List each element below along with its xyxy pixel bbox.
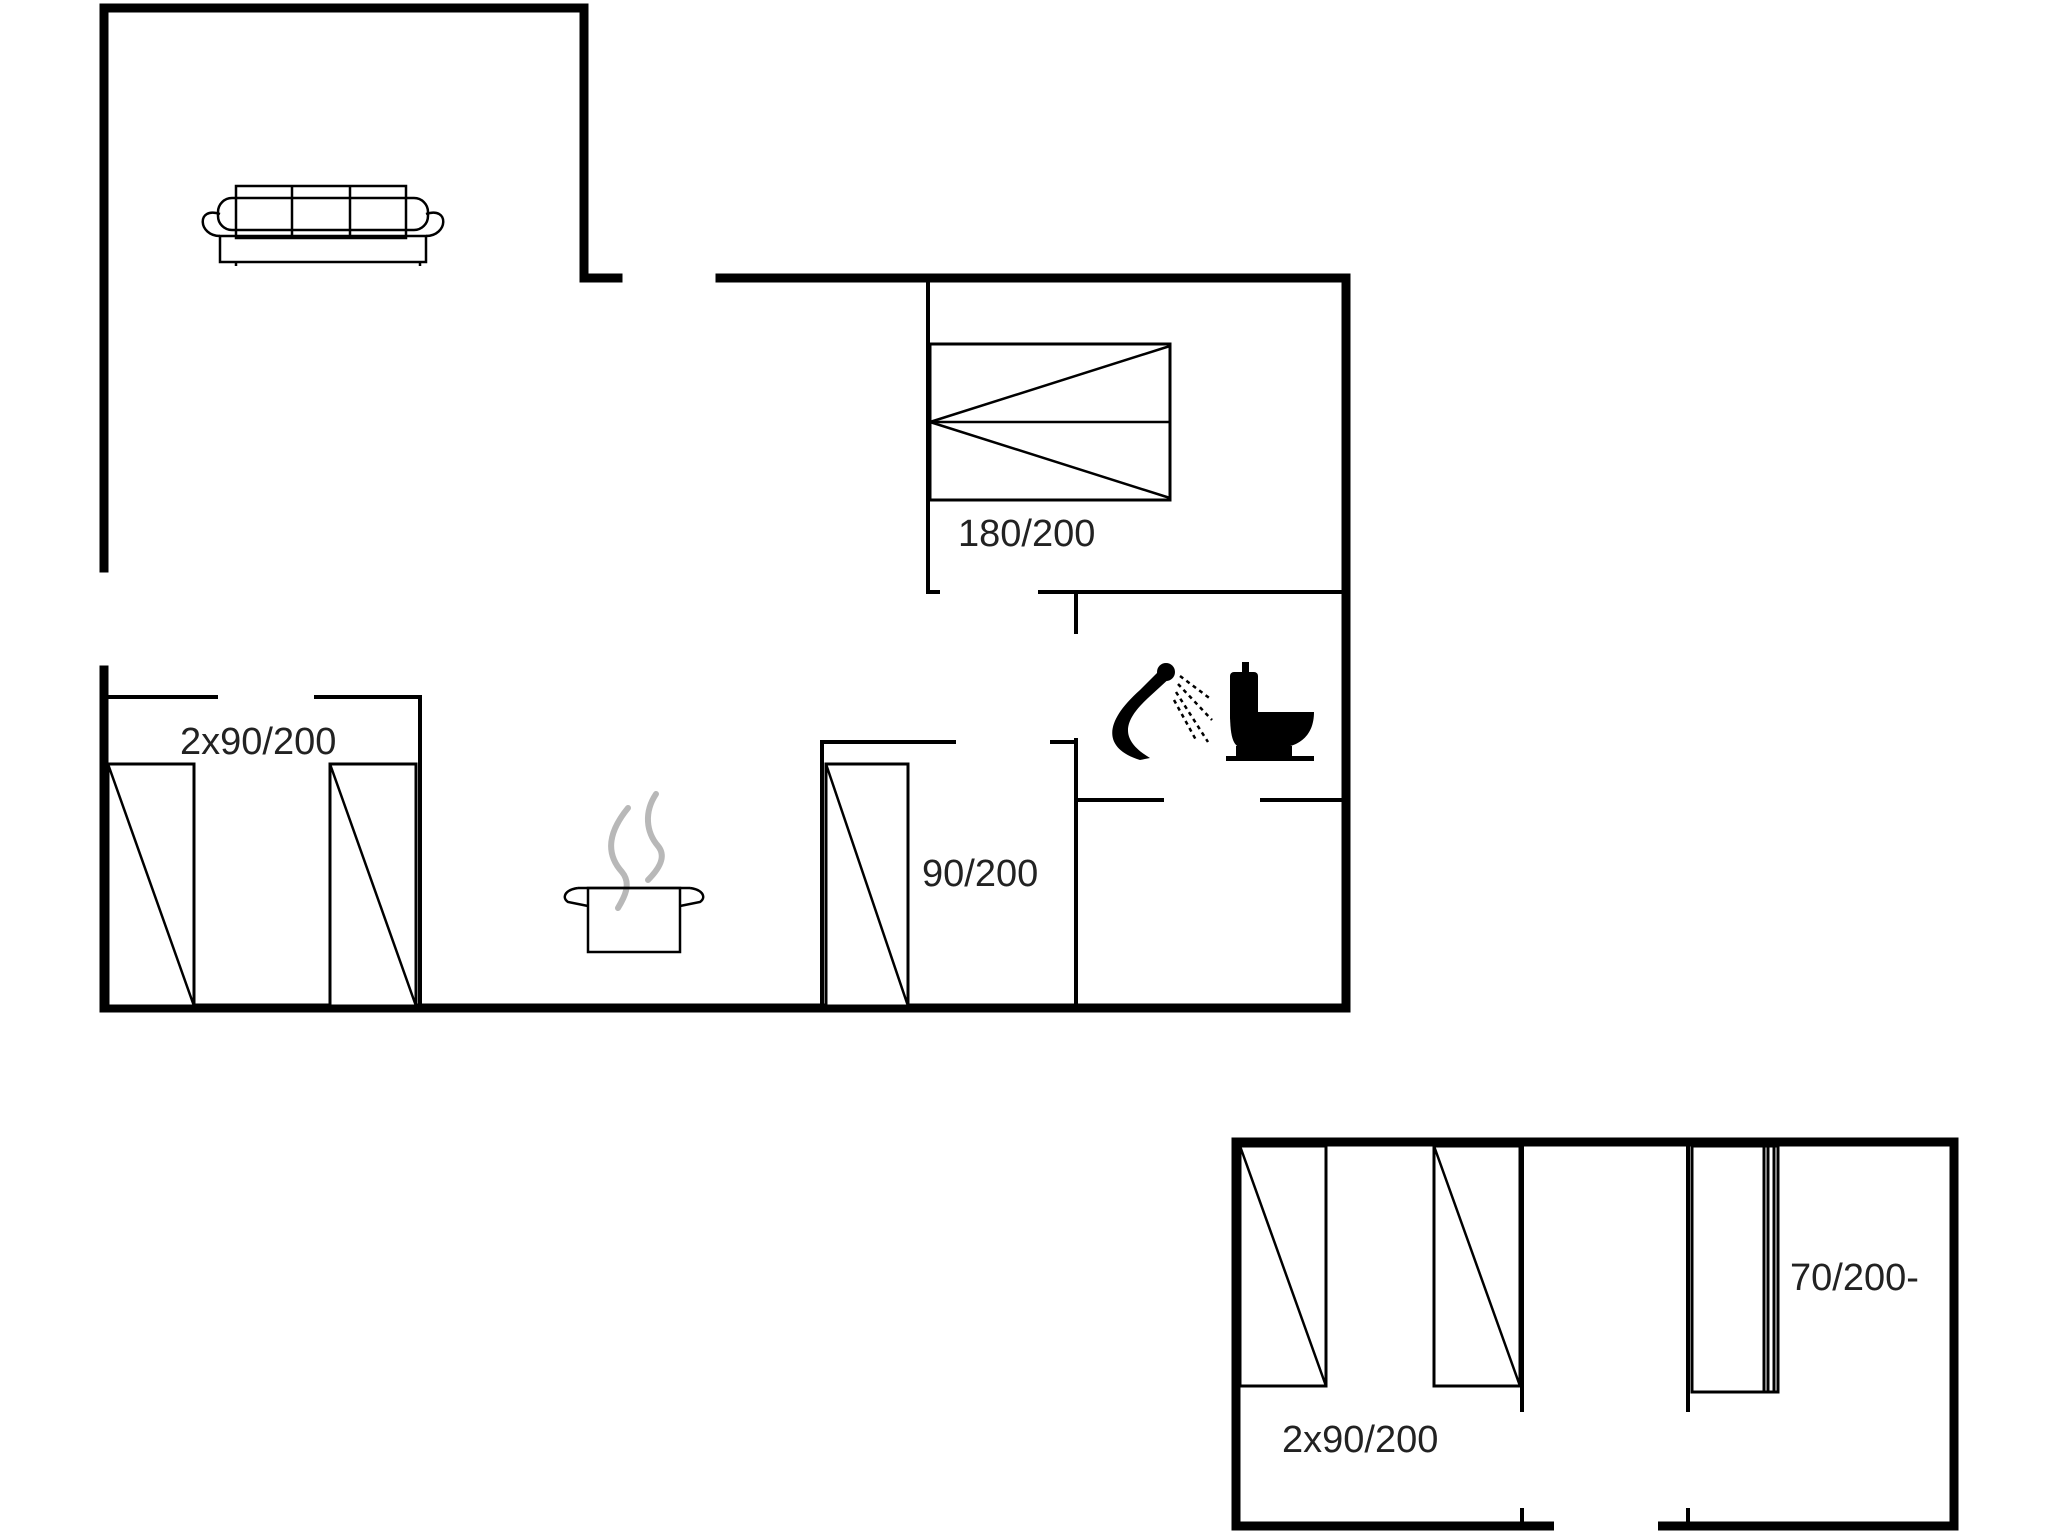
single-bed-icon xyxy=(328,762,418,1008)
toilet-icon xyxy=(1226,662,1314,761)
annex-walls xyxy=(1231,1137,1959,1532)
shower-icon xyxy=(1112,663,1213,760)
single-bed-icon xyxy=(106,762,196,1008)
interior-walls xyxy=(102,276,1348,1010)
double-bed-icon xyxy=(928,342,1172,502)
single-bed-icon xyxy=(824,762,910,1008)
single-bed-icon xyxy=(1238,1144,1328,1388)
annex-outer-wall xyxy=(1231,1137,1959,1531)
twin-beds-annex-label: 2x90/200 xyxy=(1282,1419,1438,1461)
single-bed-icon xyxy=(1690,1144,1780,1394)
single-bed-icon xyxy=(1432,1144,1522,1388)
living-room-wall xyxy=(99,3,623,573)
narrow-bed-annex-label: 70/200- xyxy=(1790,1257,1919,1299)
twin-beds-left-label: 2x90/200 xyxy=(180,721,336,763)
sofa-icon xyxy=(201,184,445,266)
single-bed-label: 90/200 xyxy=(922,853,1038,895)
master-bed-label: 180/200 xyxy=(958,513,1095,555)
main-top-right-wall xyxy=(99,273,1351,1013)
cooking-pot-icon xyxy=(563,791,705,954)
main-building-walls xyxy=(99,3,1351,1013)
